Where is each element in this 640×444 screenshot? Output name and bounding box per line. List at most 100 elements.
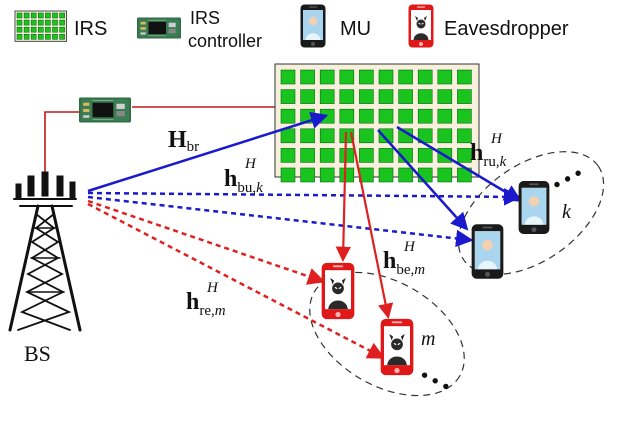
irs-element [30, 19, 37, 26]
irs-element [16, 26, 23, 33]
irs-element [378, 69, 394, 85]
legend-controller-label-2: controller [188, 31, 262, 51]
irs-element [300, 69, 315, 85]
channel-label-h-re-sup: H [206, 280, 219, 296]
irs-element [398, 69, 413, 85]
channel-label-h-be-sup: H [403, 239, 416, 255]
irs-element [300, 148, 315, 163]
channel-label-h-ru-sup: H [490, 131, 503, 147]
irs-element [319, 69, 335, 85]
irs-element [300, 128, 315, 144]
link-irs-eve-m [349, 131, 394, 320]
irs-element [45, 26, 51, 33]
irs-element [339, 108, 355, 124]
irs-element [280, 89, 296, 104]
irs-element [59, 33, 65, 40]
smartphone-user-icon [301, 5, 326, 48]
irs-element [378, 108, 394, 124]
link-irs-user [377, 129, 469, 231]
irs-element [23, 12, 30, 19]
irs-element [437, 167, 453, 183]
irs-element [378, 148, 394, 163]
irs-element [37, 19, 44, 26]
channel-label-h-be: hbe,m [383, 248, 425, 278]
irs-element [437, 128, 453, 144]
user-index-label: k [562, 201, 572, 223]
channel-label-h-bu: hbu,k [224, 166, 263, 196]
irs-element [37, 26, 44, 33]
irs-element [16, 33, 23, 40]
irs-element [339, 89, 355, 104]
irs-element [30, 33, 37, 40]
channel-label-h-re: hre,m [186, 289, 226, 319]
irs-element [359, 128, 374, 144]
circuit-board-icon [137, 17, 181, 39]
irs-element [16, 19, 23, 26]
legend-eavesdropper-label: Eavesdropper [444, 18, 569, 40]
irs-element [339, 148, 355, 163]
irs-element [417, 167, 433, 183]
irs-element [59, 19, 65, 26]
legend-controller-label-1: IRS [190, 8, 220, 28]
irs-element [457, 128, 472, 144]
irs-element [45, 19, 51, 26]
link-bs-irs [87, 111, 329, 193]
eavesdropper-phone-m [381, 319, 414, 375]
eve-index-label: m [421, 328, 435, 350]
irs-element [59, 26, 65, 33]
irs-element [319, 128, 335, 144]
irs-element [37, 12, 44, 19]
channel-label-h-ru: hru,k [470, 140, 507, 170]
channel-links [87, 111, 523, 359]
irs-element [52, 26, 58, 33]
irs-element [437, 69, 453, 85]
irs-element [417, 69, 433, 85]
irs-element [417, 108, 433, 124]
irs-element [339, 167, 355, 183]
irs-element [280, 148, 296, 163]
irs-element [52, 12, 58, 19]
legend-mu-label: MU [340, 18, 371, 40]
link-bs-eve-m [87, 202, 386, 359]
legend-irs-label: IRS [74, 18, 107, 40]
irs-element [417, 148, 433, 163]
irs-element [45, 33, 51, 40]
irs-element [319, 167, 335, 183]
irs-element [16, 12, 23, 19]
irs-controller-board [79, 97, 131, 123]
mu-phone [472, 224, 504, 279]
irs-element [59, 12, 65, 19]
irs-element [23, 19, 30, 26]
irs-element [398, 167, 413, 183]
irs-element [52, 33, 58, 40]
irs-element [30, 12, 37, 19]
irs-element [437, 108, 453, 124]
irs-element [45, 12, 51, 19]
irs-element [398, 108, 413, 124]
irs-element [37, 33, 44, 40]
irs-element [457, 69, 472, 85]
irs-element [359, 69, 374, 85]
irs-element [417, 89, 433, 104]
channel-label-h-br: Hbr [168, 127, 199, 155]
legend: IRS IRS controller MU Eavesdropper [14, 5, 569, 51]
irs-element [339, 69, 355, 85]
irs-element [23, 26, 30, 33]
irs-element [359, 108, 374, 124]
irs-element [319, 89, 335, 104]
mu-phone-k [519, 181, 550, 234]
irs-element [457, 89, 472, 104]
user-ellipsis: • • • [549, 162, 587, 196]
irs-element [457, 148, 472, 163]
link-bs-eve [87, 199, 326, 285]
irs-element [280, 108, 296, 124]
irs-element [437, 89, 453, 104]
irs-element [378, 167, 394, 183]
irs-element [398, 89, 413, 104]
user-group-ellipse [457, 151, 605, 275]
channel-label-h-bu-sup: H [244, 156, 257, 172]
irs-grid-icon [14, 10, 67, 42]
irs-element [300, 89, 315, 104]
smartphone-devil-icon [409, 5, 434, 48]
irs-element [300, 167, 315, 183]
